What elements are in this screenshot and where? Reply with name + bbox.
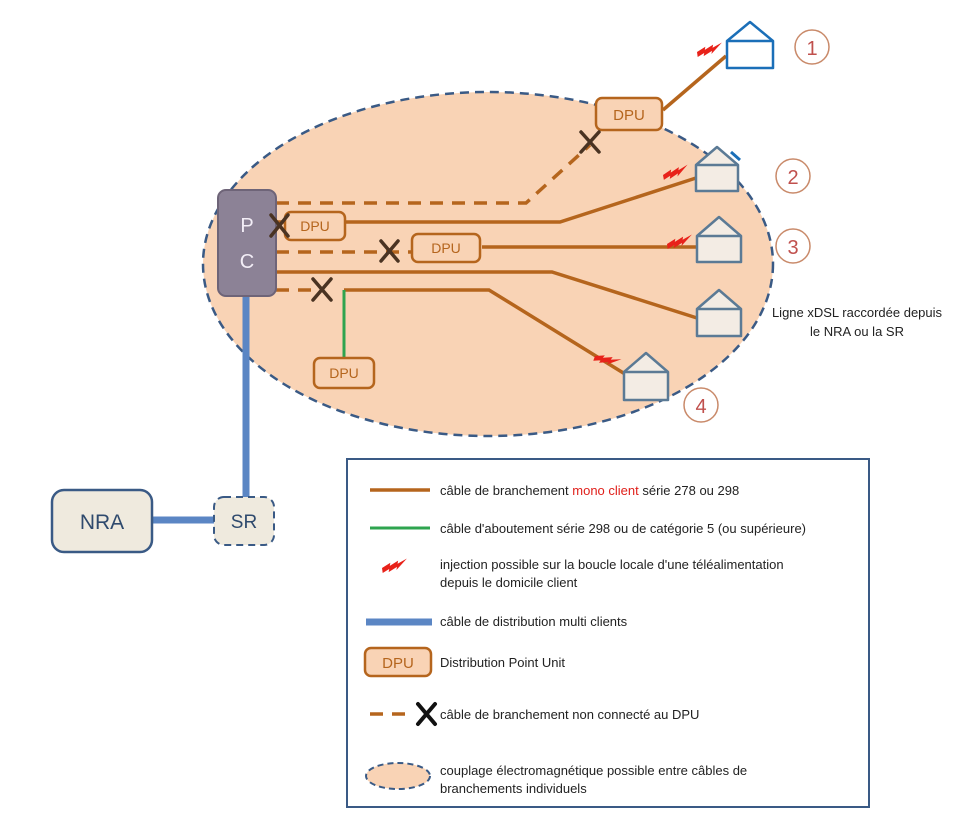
coupling-zone — [201, 90, 775, 438]
house-number-4: 4 — [683, 387, 719, 423]
svg-text:Ligne xDSL raccordée depuis: Ligne xDSL raccordée depuis — [772, 305, 943, 320]
cross-icon — [379, 239, 400, 263]
disconnect-crosses — [269, 130, 601, 302]
cross-icon — [269, 213, 290, 238]
house-icon — [622, 351, 670, 402]
svg-text:DPU: DPU — [613, 107, 645, 124]
svg-text:câble de branchement non conne: câble de branchement non connecté au DPU — [440, 707, 699, 722]
house-number-3: 3 — [775, 228, 811, 264]
svg-text:branchements individuels: branchements individuels — [440, 781, 587, 796]
cross-icon — [311, 277, 333, 302]
branch-cable-dpu-house-1 — [661, 54, 728, 112]
svg-text:2: 2 — [787, 167, 798, 189]
legend-item-coupling: couplage électromagnétique possible entr… — [365, 762, 747, 796]
branch-cable-house-1-unconnected — [276, 143, 592, 205]
house-icon — [694, 145, 740, 193]
svg-text:depuis le domicile client: depuis le domicile client — [440, 575, 578, 590]
house-xdsl — [695, 288, 743, 338]
xdsl-note: Ligne xDSL raccordée depuis le NRA ou la… — [772, 305, 943, 339]
house-icon — [695, 215, 743, 264]
house-icon — [695, 288, 743, 338]
injection-icon — [696, 42, 724, 57]
xdsl-line — [276, 270, 698, 320]
legend-item-injection: injection possible sur la boucle locale … — [381, 557, 784, 590]
svg-text:DPU: DPU — [300, 218, 330, 234]
legend: câble de branchement mono client série 2… — [346, 458, 870, 808]
branch-cable-house-4 — [344, 288, 626, 376]
cross-icon — [579, 130, 601, 154]
svg-text:câble d'aboutement série 298 o: câble d'aboutement série 298 ou de catég… — [440, 521, 806, 536]
legend-item-unconnected: câble de branchement non connecté au DPU — [370, 702, 699, 726]
svg-text:4: 4 — [695, 396, 706, 418]
branch-cable-house-2 — [276, 176, 697, 224]
svg-text:DPU: DPU — [382, 655, 414, 672]
dpu-box-1: DPU — [594, 96, 664, 132]
house-number-1: 1 — [794, 29, 830, 65]
svg-text:injection possible sur la bouc: injection possible sur la boucle locale … — [440, 557, 784, 572]
dpu-box-4: DPU — [312, 356, 376, 390]
svg-text:couplage électromagnétique pos: couplage électromagnétique possible entr… — [440, 763, 747, 778]
dpu-box-2: DPU — [283, 210, 347, 242]
pc-box: P C — [217, 189, 277, 297]
house-1 — [725, 20, 775, 70]
svg-text:DPU: DPU — [329, 365, 359, 381]
distribution-cable — [152, 292, 250, 524]
legend-item-dpu: DPU Distribution Point Unit — [363, 646, 565, 678]
legend-item-abutment: câble d'aboutement série 298 ou de catég… — [370, 521, 806, 536]
svg-text:câble de branchement mono clie: câble de branchement mono client série 2… — [440, 483, 739, 498]
dpu-box-3: DPU — [410, 232, 482, 264]
svg-text:1: 1 — [806, 38, 817, 60]
house-4 — [622, 351, 670, 402]
nra-box: NRA — [50, 488, 154, 554]
svg-text:NRA: NRA — [80, 511, 124, 534]
svg-text:DPU: DPU — [431, 240, 461, 256]
legend-item-distribution: câble de distribution multi clients — [366, 614, 628, 629]
svg-text:câble de distribution multi cl: câble de distribution multi clients — [440, 614, 628, 629]
legend-item-mono-client: câble de branchement mono client série 2… — [370, 483, 739, 498]
sr-box: SR — [213, 496, 275, 546]
cross-icon — [416, 702, 437, 726]
pc-label-p: P — [240, 215, 253, 237]
svg-text:SR: SR — [231, 512, 257, 533]
pc-label-c: C — [240, 251, 254, 273]
house-3 — [695, 215, 743, 264]
svg-text:le NRA ou la SR: le NRA ou la SR — [810, 324, 904, 339]
svg-text:3: 3 — [787, 237, 798, 259]
house-icon — [725, 20, 775, 70]
house-number-2: 2 — [775, 158, 811, 194]
svg-text:Distribution Point Unit: Distribution Point Unit — [440, 655, 565, 670]
house-2 — [694, 145, 741, 193]
